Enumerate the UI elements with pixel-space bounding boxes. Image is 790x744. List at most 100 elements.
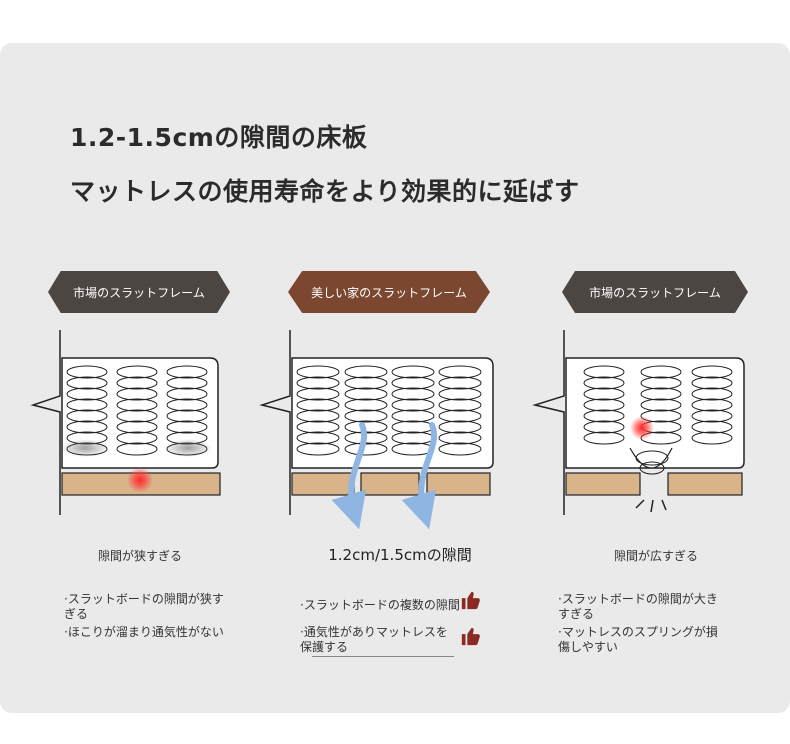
dust-shadow [61, 439, 109, 457]
panel-3-bullet-1: ·スラットボードの隙間が大きすぎる [558, 592, 718, 621]
headline-line-2: マットレスの使用寿命をより効果的に延ばす [70, 177, 580, 206]
spring-coil [438, 387, 482, 401]
spring-coil [166, 365, 208, 379]
dust-shadow [164, 439, 212, 457]
spring-coils [583, 365, 733, 445]
underline-divider [312, 656, 454, 657]
spring-coil [166, 398, 208, 412]
spring-coil [583, 409, 625, 423]
spring-coil [691, 376, 733, 390]
spring-coil [391, 387, 435, 401]
spring-coil [66, 420, 108, 434]
panel-3-bullet-2: ·マットレスのスプリングが損傷しやすい [558, 625, 718, 654]
panel-3-caption: 隙間が広すぎる [613, 549, 698, 563]
spring-coil [166, 409, 208, 423]
spring-coil [296, 365, 340, 379]
spring-coil [691, 431, 733, 445]
spring-coil [166, 376, 208, 390]
slat-board [565, 472, 641, 496]
panel-2-badge: 美しい家のスラットフレーム [288, 271, 490, 313]
spring-coil [66, 365, 108, 379]
spring-coil [66, 409, 108, 423]
spring-coil [391, 365, 435, 379]
panel-1-bullet-2: ·ほこりが溜まり通気性がない [64, 625, 224, 639]
spring-coil [438, 398, 482, 412]
spring-coil [640, 365, 682, 379]
spring-coil [66, 376, 108, 390]
panel-2-diagram [259, 330, 494, 530]
spring-coil [344, 365, 388, 379]
spring-coil [640, 387, 682, 401]
spring-coil [166, 387, 208, 401]
spring-coil [116, 387, 158, 401]
spring-coil [296, 442, 340, 456]
airflow-arrow [401, 422, 437, 530]
spring-coil [66, 398, 108, 412]
impact-lines [635, 499, 667, 513]
spring-coil [66, 387, 108, 401]
panel-3-badge: 市場のスラットフレーム [562, 271, 748, 313]
spring-coil [691, 398, 733, 412]
thumbs-up-icon [461, 627, 480, 646]
panel-1-badge: 市場のスラットフレーム [48, 271, 230, 313]
spring-coil [116, 365, 158, 379]
panel-1-caption: 隙間が狭すぎる [97, 549, 182, 563]
spring-coil [438, 442, 482, 456]
panel-3-diagram [532, 330, 745, 515]
spring-coil [296, 398, 340, 412]
spring-coil [344, 398, 388, 412]
spring-coils [66, 365, 208, 456]
bed-frame-edge [30, 330, 61, 515]
spring-coil [296, 387, 340, 401]
spring-coil [116, 420, 158, 434]
panel-1-diagram [30, 330, 221, 515]
spring-coil [691, 387, 733, 401]
spring-coil [438, 376, 482, 390]
spring-coil [116, 409, 158, 423]
spring-coil [116, 431, 158, 445]
spring-coil [344, 409, 388, 423]
spring-coils [296, 365, 482, 456]
spring-coil [116, 376, 158, 390]
spring-coil [640, 398, 682, 412]
spring-coil [691, 409, 733, 423]
sagging-spring [635, 450, 669, 466]
slat-board [360, 472, 420, 496]
spring-coil [691, 420, 733, 434]
spring-coil [391, 376, 435, 390]
spring-coil [391, 398, 435, 412]
spring-coil [438, 409, 482, 423]
spring-coil [583, 431, 625, 445]
spring-coil [583, 365, 625, 379]
spring-coil [166, 420, 208, 434]
spring-coil [296, 431, 340, 445]
spring-coil [583, 376, 625, 390]
panel-2-bullet-1: ·スラットボードの複数の隙間 [300, 598, 460, 612]
slat-board [426, 472, 491, 496]
slat-board [291, 472, 355, 496]
spring-coil [583, 387, 625, 401]
mattress [291, 357, 494, 469]
bed-frame-edge [532, 330, 565, 515]
headline-line-1: 1.2-1.5cmの隙間の床板 [70, 123, 368, 152]
spring-coil [296, 376, 340, 390]
spring-coil [640, 376, 682, 390]
sagging-spring [639, 461, 665, 475]
spring-coil [438, 431, 482, 445]
slat-board [667, 472, 743, 496]
spring-coil [438, 420, 482, 434]
panel-1-bullet-1: ·スラットボードの隙間が狭すぎる [64, 592, 224, 621]
bed-frame-edge [259, 330, 291, 515]
spring-coil [344, 387, 388, 401]
spring-coil [391, 409, 435, 423]
panel-2-caption: 1.2cm/1.5cmの隙間 [328, 546, 472, 564]
spring-coil [640, 409, 682, 423]
spring-coil [583, 420, 625, 434]
spring-coil [344, 376, 388, 390]
airflow-arrow [331, 422, 367, 530]
mattress [565, 357, 745, 469]
spring-coil [296, 420, 340, 434]
thumbs-up-icon [461, 591, 480, 610]
spring-coil [438, 365, 482, 379]
